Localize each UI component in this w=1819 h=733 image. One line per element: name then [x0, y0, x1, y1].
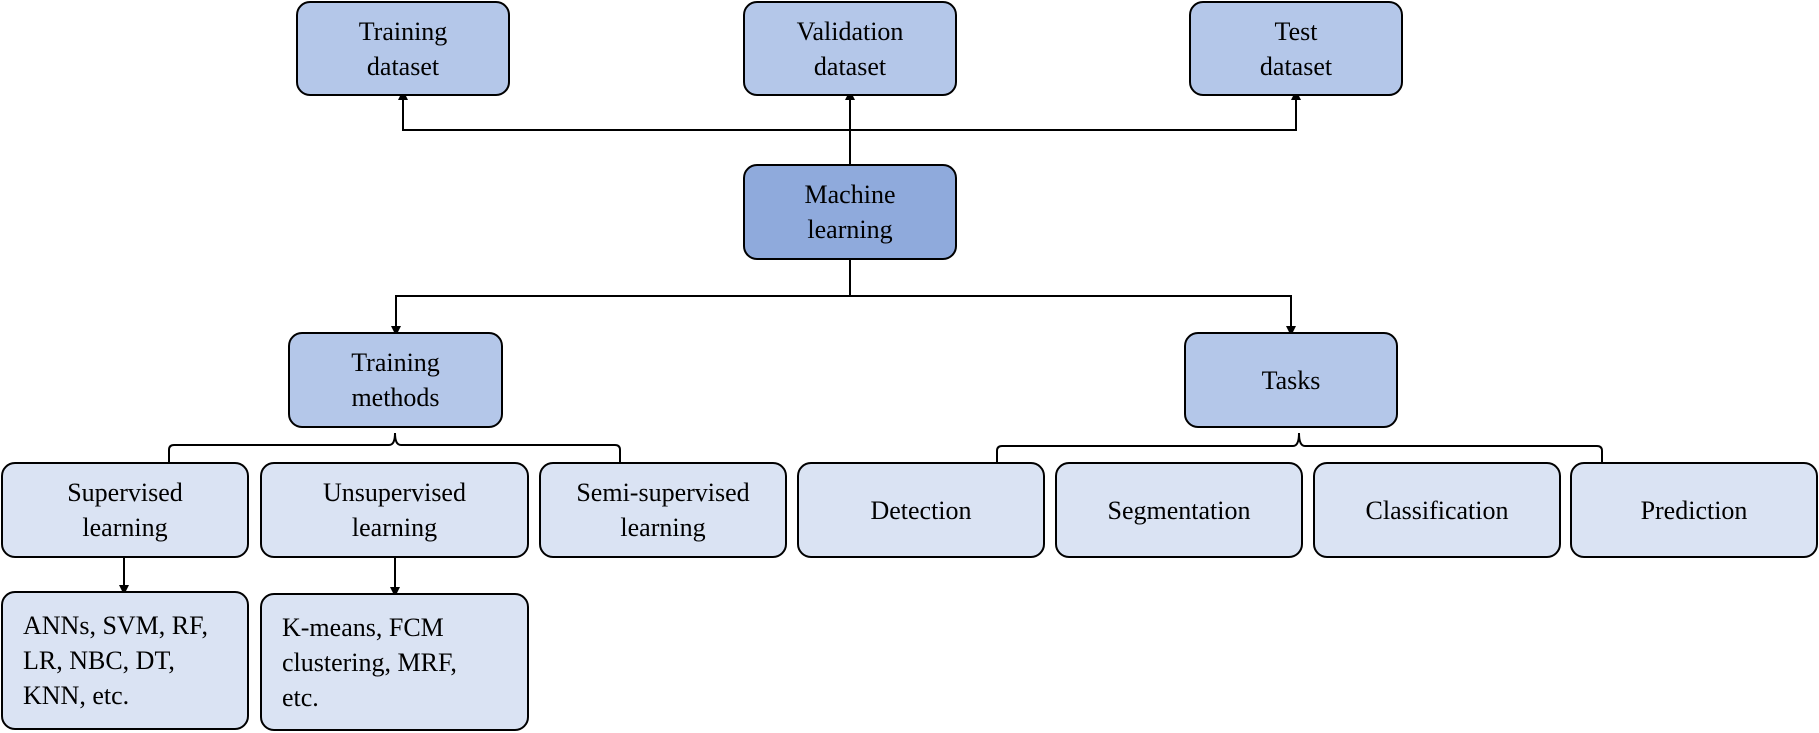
test-dataset-node: Test dataset [1189, 1, 1403, 96]
edge-root-to-training-dataset [398, 90, 850, 131]
detection-node: Detection [797, 462, 1045, 558]
supervised-examples-node: ANNs, SVM, RF, LR, NBC, DT, KNN, etc. [1, 591, 249, 730]
training-methods-node: Training methods [288, 332, 503, 428]
edge-root-to-test-dataset [850, 90, 1301, 131]
edge-root-to-tasks [850, 295, 1296, 336]
edge-root-to-training-methods [391, 295, 850, 336]
training-dataset-node: Training dataset [296, 1, 510, 96]
unsupervised-learning-node: Unsupervised learning [260, 462, 529, 558]
validation-dataset-node: Validation dataset [743, 1, 957, 96]
segmentation-node: Segmentation [1055, 462, 1303, 558]
supervised-learning-node: Supervised learning [1, 462, 249, 558]
classification-node: Classification [1313, 462, 1561, 558]
machine-learning-node: Machine learning [743, 164, 957, 260]
prediction-node: Prediction [1570, 462, 1818, 558]
bracket-tasks [996, 432, 1603, 462]
tasks-node: Tasks [1184, 332, 1398, 428]
unsupervised-examples-node: K-means, FCM clustering, MRF, etc. [260, 593, 529, 731]
semi-supervised-learning-node: Semi-supervised learning [539, 462, 787, 558]
bracket-training-methods [168, 432, 621, 462]
